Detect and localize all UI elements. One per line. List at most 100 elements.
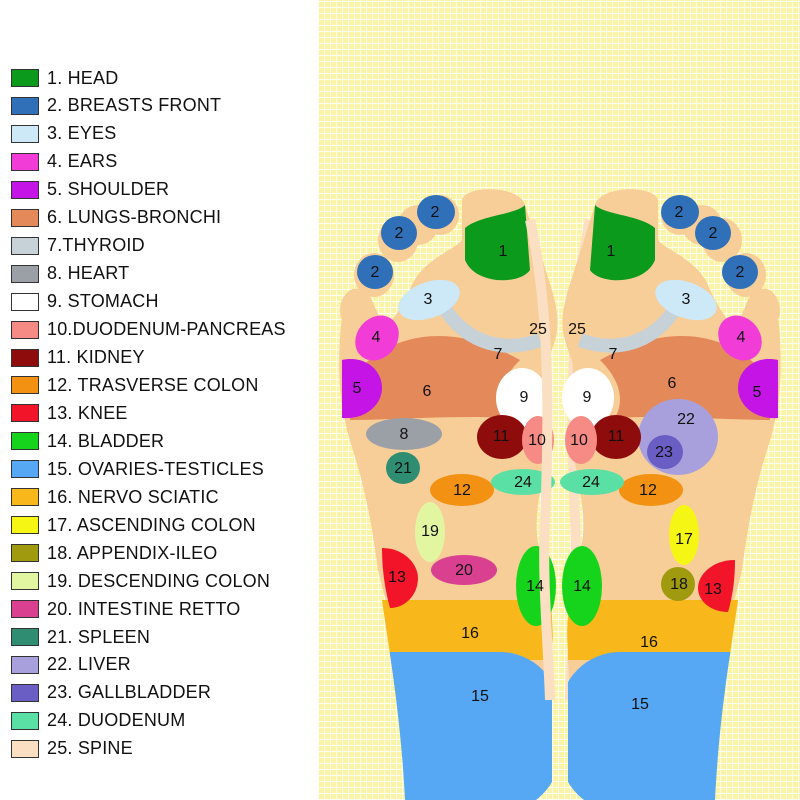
right-zone-2b — [695, 216, 731, 250]
right-label-6: 6 — [668, 375, 677, 392]
legend-item: 20. INTESTINE RETTO — [11, 598, 241, 620]
right-label-7: 7 — [609, 346, 618, 363]
legend-label: 23. GALLBLADDER — [47, 682, 212, 703]
left-zone-19 — [415, 502, 445, 562]
right-label-16: 16 — [640, 634, 658, 651]
legend-item: 7.THYROID — [11, 235, 145, 257]
right-label-11: 11 — [608, 428, 625, 445]
right-zone-13 — [698, 560, 735, 612]
right-zone-24 — [560, 469, 624, 495]
right-zone-6 — [600, 336, 770, 420]
left-label-11: 11 — [493, 428, 510, 445]
right-label-2a: 2 — [675, 204, 684, 221]
left-label-2b: 2 — [395, 225, 404, 242]
legend-swatch — [11, 376, 39, 395]
left-label-10: 10 — [528, 432, 546, 449]
legend-label: 5. SHOULDER — [47, 179, 170, 200]
legend-swatch — [11, 208, 39, 227]
legend-label: 13. KNEE — [47, 402, 128, 423]
right-zone-18 — [661, 567, 695, 601]
legend-swatch — [11, 320, 39, 339]
legend-swatch — [11, 124, 39, 143]
right-zone-15 — [562, 652, 781, 800]
left-zone-2c — [357, 255, 393, 289]
legend-item: 10.DUODENUM-PANCREAS — [11, 319, 286, 341]
legend-item: 19. DESCENDING COLON — [11, 570, 270, 592]
legend-item: 22. LIVER — [11, 654, 131, 676]
left-zone-8 — [366, 418, 442, 450]
left-label-4: 4 — [372, 329, 381, 346]
legend-swatch — [11, 152, 39, 171]
right-zone-11 — [591, 415, 641, 459]
left-zone-20 — [431, 555, 497, 585]
left-zone-15 — [339, 652, 558, 800]
legend-item: 6. LUNGS-BRONCHI — [11, 207, 221, 229]
legend-label: 25. SPINE — [47, 738, 133, 759]
legend-label: 18. APPENDIX-ILEO — [47, 542, 218, 563]
legend-swatch — [11, 264, 39, 283]
legend-item: 25. SPINE — [11, 738, 133, 760]
legend-item: 12. TRASVERSE COLON — [11, 374, 259, 396]
right-foot — [560, 189, 781, 800]
right-zone-3 — [655, 279, 717, 321]
left-zone-11 — [477, 415, 527, 459]
right-zone-5 — [738, 359, 778, 419]
left-zone-4 — [355, 315, 399, 361]
feet-svg: 1 2 2 2 3 4 5 6 7 8 9 10 11 12 13 14 15 … — [339, 189, 781, 800]
legend-label: 3. EYES — [47, 123, 117, 144]
legend-swatch — [11, 404, 39, 423]
right-zone-2c — [722, 255, 758, 289]
left-zone-5 — [342, 359, 382, 419]
legend-swatch — [11, 432, 39, 451]
legend-item: 15. OVARIES-TESTICLES — [11, 458, 264, 480]
right-label-12: 12 — [639, 482, 657, 499]
legend-swatch — [11, 460, 39, 479]
left-zone-9 — [496, 368, 548, 428]
legend-item: 24. DUODENUM — [11, 710, 185, 732]
left-zone-12 — [430, 474, 494, 506]
legend-item: 9. STOMACH — [11, 291, 159, 313]
legend-swatch — [11, 516, 39, 535]
legend-label: 2. BREASTS FRONT — [47, 95, 222, 116]
right-label-1: 1 — [607, 243, 616, 260]
spine-left — [525, 218, 555, 701]
legend-label: 11. KIDNEY — [47, 347, 145, 367]
left-label-16: 16 — [461, 625, 479, 642]
left-label-19: 19 — [421, 523, 439, 540]
left-label-2a: 2 — [431, 204, 440, 221]
left-label-9: 9 — [520, 389, 529, 406]
left-label-6: 6 — [423, 383, 432, 400]
legend-swatch — [11, 572, 39, 591]
right-zone-4 — [718, 315, 762, 361]
legend-item: 13. KNEE — [11, 402, 128, 424]
legend-label: 7.THYROID — [47, 235, 145, 256]
left-label-21: 21 — [394, 460, 412, 477]
legend-item: 17. ASCENDING COLON — [11, 514, 256, 536]
legend-item: 16. NERVO SCIATIC — [11, 486, 219, 508]
legend-item: 23. GALLBLADDER — [11, 682, 211, 704]
left-zone-2a — [417, 195, 455, 229]
left-label-25: 25 — [529, 321, 547, 338]
legend-item: 11. KIDNEY — [11, 347, 145, 369]
legend-label: 19. DESCENDING COLON — [47, 570, 271, 591]
legend-label: 21. SPLEEN — [47, 626, 151, 647]
legend-label: 24. DUODENUM — [47, 710, 186, 731]
left-label-24: 24 — [514, 474, 532, 491]
left-zone-7 — [433, 296, 543, 353]
right-label-25: 25 — [568, 321, 586, 338]
left-label-2c: 2 — [371, 264, 380, 281]
legend-swatch — [11, 711, 39, 730]
legend-label: 9. STOMACH — [47, 291, 159, 312]
right-label-22: 22 — [677, 411, 695, 428]
left-zone-21 — [386, 452, 420, 484]
legend-item: 14. BLADDER — [11, 430, 164, 452]
left-foot — [339, 189, 558, 800]
left-label-1: 1 — [499, 243, 508, 260]
right-label-2b: 2 — [709, 225, 718, 242]
right-zone-10 — [565, 416, 597, 464]
legend-label: 15. OVARIES-TESTICLES — [47, 458, 264, 479]
legend-label: 22. LIVER — [47, 654, 131, 675]
legend-label: 6. LUNGS-BRONCHI — [47, 207, 222, 228]
legend-item: 18. APPENDIX-ILEO — [11, 542, 217, 564]
legend-label: 12. TRASVERSE COLON — [47, 374, 259, 395]
